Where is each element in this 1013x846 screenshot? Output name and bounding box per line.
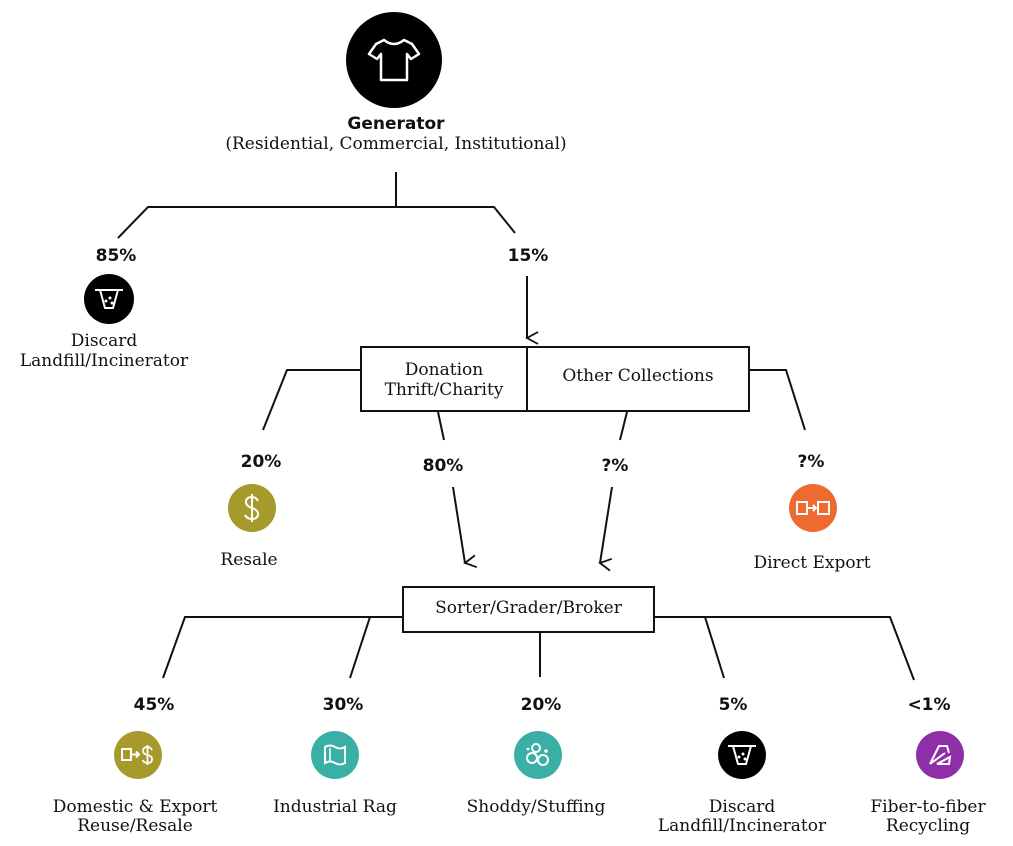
outcome-label-line1: Discard [708, 797, 776, 817]
outcome-label-line1: Shoddy/Stuffing [466, 797, 606, 817]
recycle-fiber-icon [916, 731, 964, 779]
generator-tshirt-icon [346, 12, 442, 108]
donation-label: Donation [404, 360, 484, 380]
direct-export-icon [789, 484, 837, 532]
landfill-icon [718, 731, 766, 779]
discard-percent: 85% [95, 246, 137, 266]
outcome-label-line1: Fiber-to-fiber [870, 797, 986, 817]
collection-percent: 15% [507, 246, 549, 266]
outcome-label-line1: Domestic & Export [52, 797, 218, 817]
collection-box [360, 346, 750, 412]
thrift-charity-label: Thrift/Charity [384, 380, 504, 400]
resale-percent: 20% [240, 452, 282, 472]
outcome-label-line2: Landfill/Incinerator [657, 816, 827, 836]
outcome-label-line2: Reuse/Resale [77, 816, 193, 836]
outcome-percent: <1% [907, 695, 951, 715]
rag-icon [311, 731, 359, 779]
dollar-icon [228, 484, 276, 532]
sorter-label: Sorter/Grader/Broker [435, 598, 622, 618]
outcome-label-line2: Recycling [885, 816, 971, 836]
generator-title: Generator [347, 114, 445, 134]
sorter-percent-right: ?% [601, 456, 629, 476]
outcome-percent: 20% [520, 695, 562, 715]
landfill-icon [84, 274, 134, 324]
other-collections-label: Other Collections [562, 366, 714, 386]
outcome-label-line1: Industrial Rag [273, 797, 397, 817]
collection-box-divider [526, 347, 528, 411]
direct-export-label: Direct Export [753, 553, 871, 573]
outcome-percent: 45% [133, 695, 175, 715]
resale-label: Resale [220, 550, 278, 570]
outcome-percent: 5% [718, 695, 748, 715]
discard-label-line1: Discard [70, 331, 138, 351]
export-percent: ?% [797, 452, 825, 472]
generator-subtitle: (Residential, Commercial, Institutional) [225, 134, 567, 154]
outcome-percent: 30% [322, 695, 364, 715]
stuffing-icon [514, 731, 562, 779]
discard-label-line2: Landfill/Incinerator [19, 351, 189, 371]
sorter-percent-left: 80% [422, 456, 464, 476]
sorter-box [402, 586, 655, 633]
export-dollar-icon [114, 731, 162, 779]
